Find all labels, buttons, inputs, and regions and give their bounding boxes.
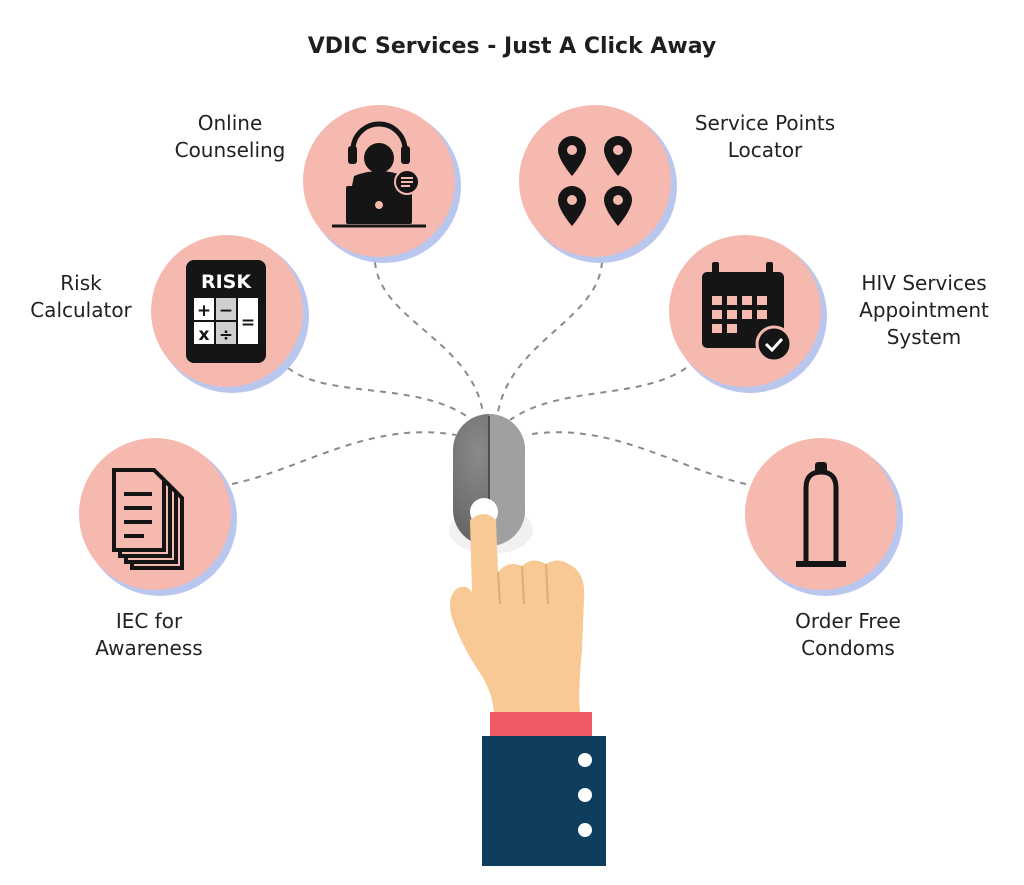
label-line: Appointment <box>859 298 989 322</box>
documents-icon <box>112 468 184 570</box>
label-line: Locator <box>727 138 803 162</box>
diagram-title: VDIC Services - Just A Click Away <box>307 34 717 59</box>
counselor-headset-icon <box>332 121 426 228</box>
node-service-points-locator <box>519 105 677 263</box>
connector-condoms <box>525 431 747 485</box>
calc-op-divide: ÷ <box>219 325 233 345</box>
risk-calculator-icon: RISK + − x ÷ = <box>186 260 266 363</box>
node-risk-calculator: RISK + − x ÷ = <box>151 235 309 393</box>
connector-service-points <box>497 261 603 413</box>
label-line: Risk <box>60 271 102 295</box>
label-line: Condoms <box>801 636 895 660</box>
label-line: HIV Services <box>861 271 987 295</box>
label-line: Order Free <box>795 609 901 633</box>
label-line: Counseling <box>174 138 286 162</box>
connectors <box>231 261 747 485</box>
mouse-click-hand-icon <box>449 414 606 866</box>
node-order-condoms <box>745 438 903 596</box>
label-line: Awareness <box>95 636 203 660</box>
connector-iec <box>231 431 457 485</box>
label-line: Calculator <box>30 298 132 322</box>
label-hiv-appointment: HIV Services Appointment System <box>836 270 1012 351</box>
node-online-counseling <box>303 105 461 263</box>
label-risk-calculator: Risk Calculator <box>16 270 146 324</box>
calc-op-equals: = <box>241 313 255 333</box>
node-hiv-appointment <box>669 235 827 393</box>
label-line: IEC for <box>115 609 183 633</box>
calc-op-times: x <box>199 325 210 345</box>
calc-op-plus: + <box>197 301 211 321</box>
condom-icon <box>796 462 846 567</box>
hand <box>450 514 585 712</box>
connector-hiv-appointment <box>509 367 687 421</box>
calendar-check-icon <box>702 262 793 363</box>
label-line: Online <box>197 111 263 135</box>
label-line: System <box>886 325 962 349</box>
connector-online-counseling <box>374 261 484 413</box>
label-line: Service Points <box>694 111 836 135</box>
node-iec-awareness <box>79 438 237 596</box>
label-order-condoms: Order Free Condoms <box>770 608 926 662</box>
shirt-cuff <box>490 712 592 738</box>
connector-risk-calculator <box>287 367 473 421</box>
label-online-counseling: Online Counseling <box>150 110 310 164</box>
label-service-points-locator: Service Points Locator <box>670 110 860 164</box>
calc-op-minus: − <box>219 301 233 321</box>
map-pins-icon <box>558 136 632 226</box>
risk-badge-text: RISK <box>201 271 252 293</box>
label-iec-awareness: IEC for Awareness <box>76 608 222 662</box>
